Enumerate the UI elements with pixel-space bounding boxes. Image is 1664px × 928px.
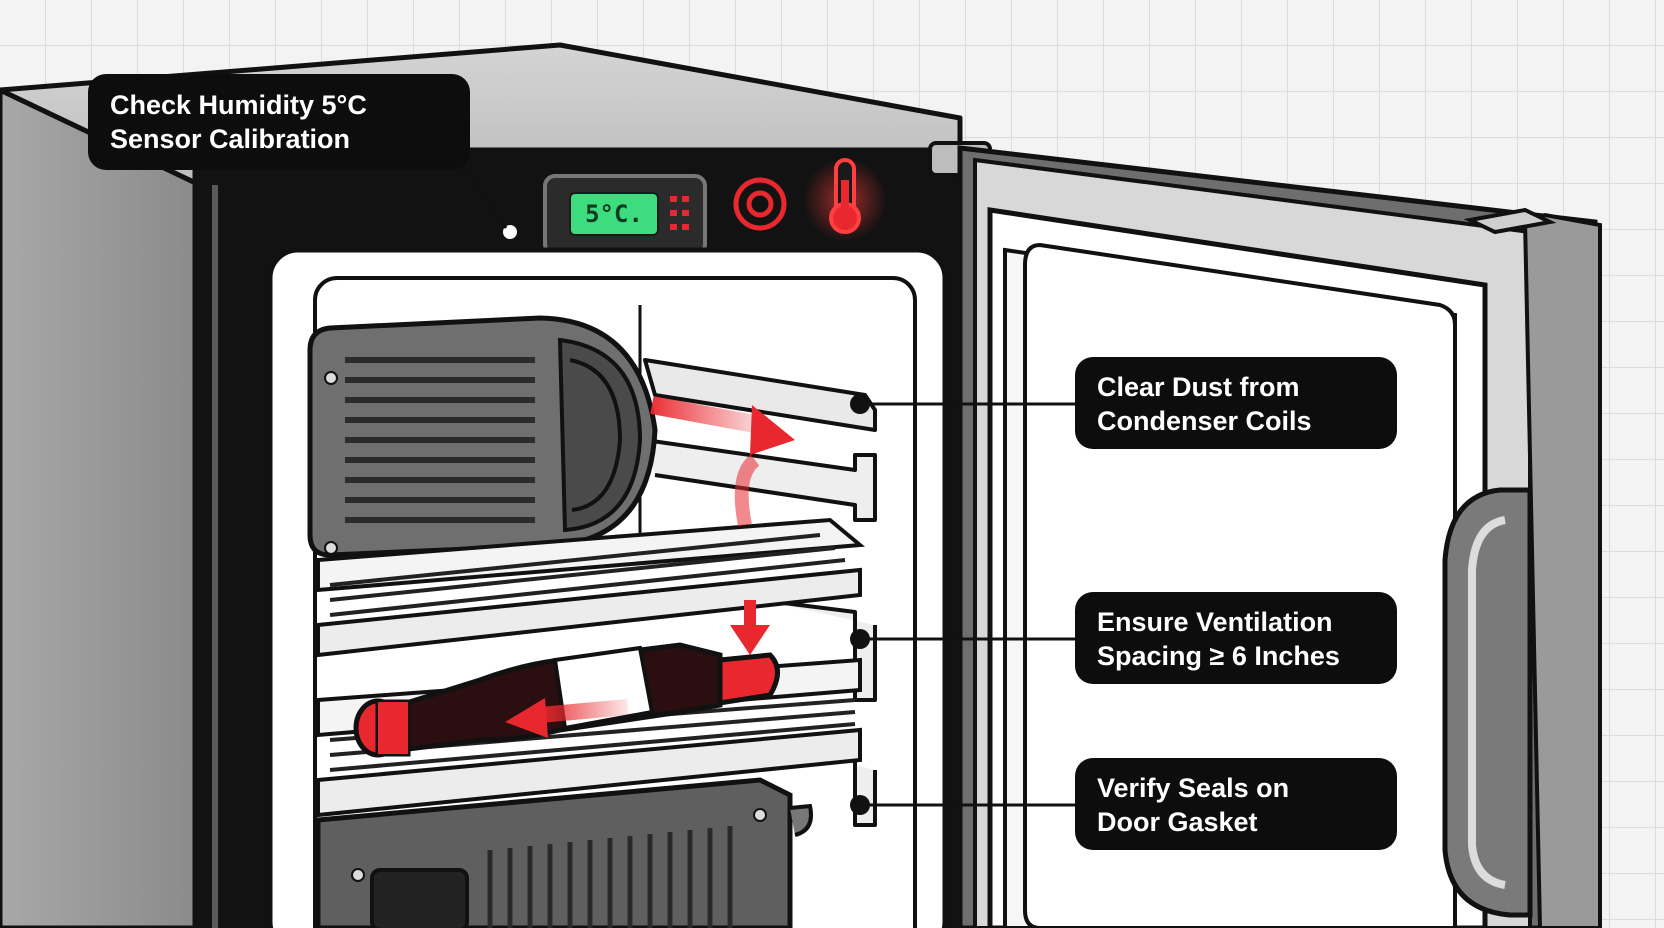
callout-ventilation-spacing: Ensure Ventilation Spacing ≥ 6 Inches bbox=[1075, 592, 1397, 684]
upper-shelf bbox=[316, 517, 866, 658]
callout-seals-line2: Door Gasket bbox=[1097, 807, 1258, 837]
callout-condenser-coils: Clear Dust from Condenser Coils bbox=[1075, 357, 1397, 449]
callout-humidity-line1: Check Humidity 5°C bbox=[110, 90, 367, 120]
leader-line-dots bbox=[850, 394, 870, 815]
callout-condenser-line1: Clear Dust from bbox=[1097, 372, 1300, 402]
compressor-unit bbox=[315, 777, 813, 928]
humidity-sensor-point bbox=[503, 225, 517, 239]
temperature-display-screen bbox=[569, 192, 659, 236]
thermometer-icon bbox=[803, 158, 887, 242]
callout-condenser-line2: Condenser Coils bbox=[1097, 406, 1312, 436]
temperature-readout: 5°C. bbox=[585, 200, 643, 228]
callout-door-gasket: Verify Seals on Door Gasket bbox=[1075, 758, 1397, 850]
callout-humidity-sensor: Check Humidity 5°C Sensor Calibration bbox=[88, 74, 470, 170]
leader-lines bbox=[460, 164, 1080, 807]
callout-ventilation-line2: Spacing ≥ 6 Inches bbox=[1097, 641, 1340, 671]
callout-humidity-line2: Sensor Calibration bbox=[110, 124, 351, 154]
callout-ventilation-line1: Ensure Ventilation bbox=[1097, 607, 1333, 637]
fridge-side-panel bbox=[0, 87, 203, 928]
condenser-fan-unit bbox=[307, 315, 658, 558]
airflow-arrows bbox=[505, 396, 795, 738]
callout-seals-line1: Verify Seals on bbox=[1097, 773, 1290, 803]
door-handle[interactable] bbox=[1442, 487, 1533, 918]
display-indicator-dots bbox=[670, 196, 689, 230]
power-button-icon[interactable] bbox=[733, 177, 787, 231]
